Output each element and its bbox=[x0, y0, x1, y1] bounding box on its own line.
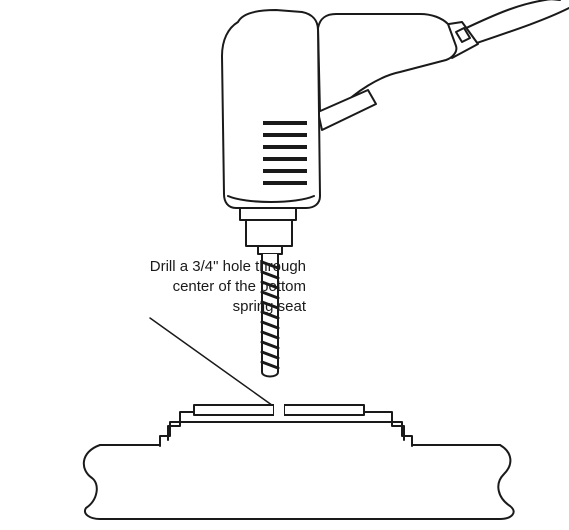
vent-slot bbox=[263, 157, 307, 161]
power-cord bbox=[461, 0, 569, 45]
vent-slot bbox=[263, 169, 307, 173]
callout-line-2: center of the bottom bbox=[172, 278, 306, 295]
spring-seat-hole bbox=[274, 404, 284, 418]
pipe-right-break bbox=[497, 444, 515, 520]
drill-chuck-tip bbox=[257, 245, 283, 255]
bottom-spring-seat bbox=[159, 404, 413, 447]
drill-collar bbox=[239, 207, 297, 221]
drill-handle bbox=[317, 13, 458, 113]
callout-text: Drill a 3/4" hole through center of the … bbox=[6, 257, 306, 317]
vent-slot bbox=[263, 181, 307, 185]
vent-slot bbox=[263, 133, 307, 137]
drill-body-seam bbox=[227, 195, 315, 203]
vent-slots bbox=[263, 121, 307, 185]
callout-leader-line bbox=[149, 317, 277, 409]
pipe-left-break bbox=[82, 444, 101, 520]
drill-bit bbox=[260, 253, 280, 378]
callout-line-3: spring seat bbox=[232, 298, 306, 315]
drill-chuck bbox=[245, 219, 293, 247]
drill-body bbox=[221, 9, 321, 209]
spring-seat-base bbox=[159, 421, 413, 447]
spring-seat-plate-left bbox=[193, 404, 275, 416]
pipe bbox=[82, 444, 515, 520]
vent-slot bbox=[263, 145, 307, 149]
vent-slot bbox=[263, 121, 307, 125]
drill-trigger bbox=[317, 89, 377, 131]
spring-seat-plate-right bbox=[283, 404, 365, 416]
callout-line-1: Drill a 3/4" hole through bbox=[149, 258, 306, 275]
